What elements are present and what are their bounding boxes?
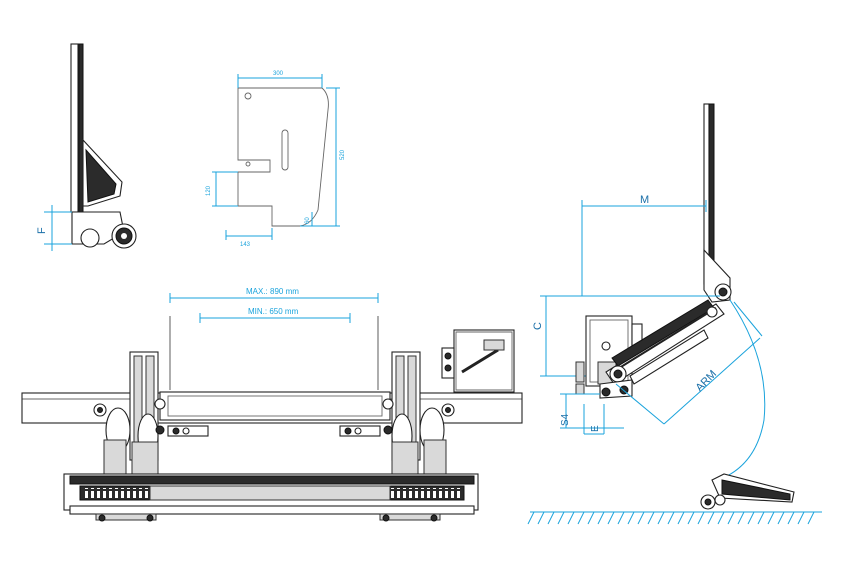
hatch-mark	[747, 511, 755, 525]
hatch-mark	[607, 511, 615, 525]
hatch-mark	[527, 511, 535, 525]
plate-edge-label: 60	[305, 217, 311, 224]
hatch-mark	[667, 511, 675, 525]
label-f: F	[36, 227, 48, 234]
plate-slot-label: 120	[206, 185, 212, 196]
hatch-mark	[787, 511, 795, 525]
hatch-mark	[577, 511, 585, 525]
plate-bottom-label: 143	[240, 242, 251, 248]
label-m: M	[640, 194, 649, 206]
hatch-mark	[597, 511, 605, 525]
hatch-mark	[677, 511, 685, 525]
side-view: M C S4 E	[527, 103, 822, 525]
hatch-mark	[617, 511, 625, 525]
min-width-label: MIN.: 650 mm	[248, 307, 299, 316]
plate-height-label: 520	[340, 149, 346, 160]
hatch-mark	[557, 511, 565, 525]
hatch-mark	[757, 511, 765, 525]
hatch-mark	[657, 511, 665, 525]
hatch-mark	[767, 511, 775, 525]
label-s4: S4	[560, 413, 571, 426]
hatch-mark	[587, 511, 595, 525]
plate-width-label: 300	[273, 71, 284, 77]
label-arm: ARM	[694, 368, 720, 394]
hatch-mark	[637, 511, 645, 525]
hatch-mark	[567, 511, 575, 525]
hatch-mark	[727, 511, 735, 525]
hatch-mark	[707, 511, 715, 525]
hatch-mark	[777, 511, 785, 525]
hatch-mark	[737, 511, 745, 525]
label-e: E	[590, 425, 601, 432]
hatch-mark	[627, 511, 635, 525]
ground-hatch	[527, 511, 815, 525]
hatch-mark	[797, 511, 805, 525]
plate-drawing: 300 520 120 143 60	[206, 71, 346, 248]
hatch-mark	[687, 511, 695, 525]
side-detail: F	[36, 43, 137, 251]
max-width-label: MAX.: 890 mm	[246, 287, 299, 296]
label-c: C	[532, 322, 544, 330]
hatch-mark	[807, 511, 815, 525]
hatch-mark	[647, 511, 655, 525]
hatch-mark	[547, 511, 555, 525]
hatch-mark	[697, 511, 705, 525]
front-view: MAX.: 890 mm MIN.: 650 mm	[21, 287, 523, 522]
hatch-mark	[537, 511, 545, 525]
hatch-mark	[717, 511, 725, 525]
